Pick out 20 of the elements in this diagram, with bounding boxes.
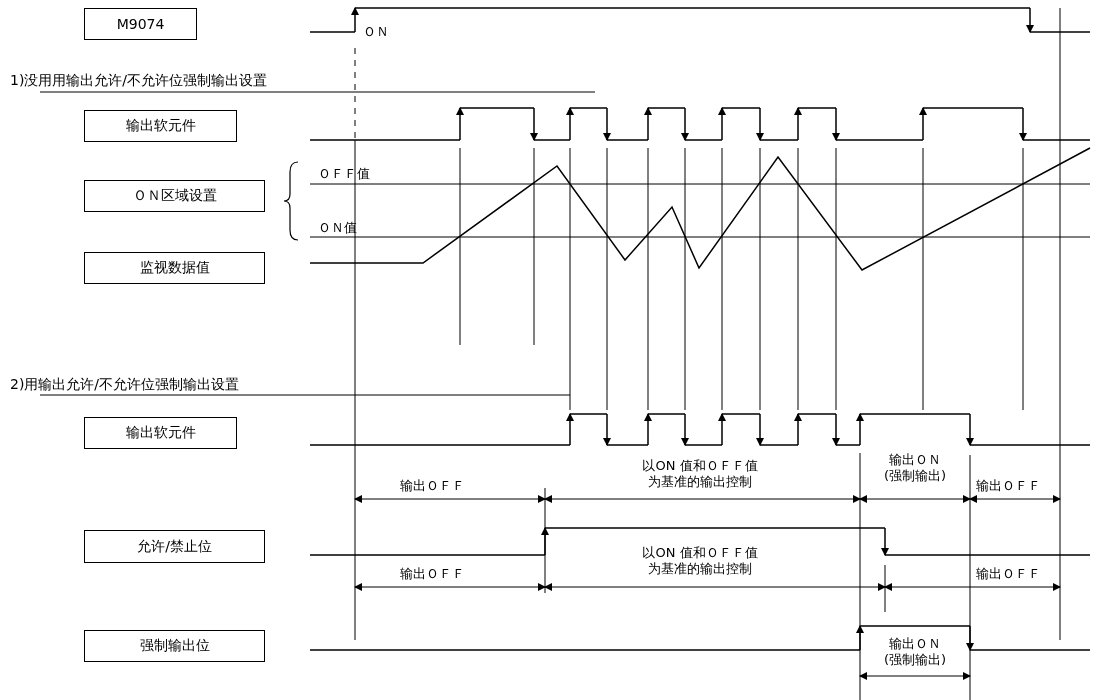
signal-name-box: ＯＮ区域设置 (84, 180, 265, 212)
state-label: ＯＮ (363, 24, 389, 40)
section-heading: 2)用输出允许/不允许位强制输出设置 (10, 376, 240, 392)
period-label: 输出ＯＮ(强制输出) (882, 636, 948, 668)
period-label: 输出ＯＦＦ (400, 478, 465, 494)
signal-name-box: M9074 (84, 8, 197, 40)
period-label: 以ON 值和ＯＦＦ值为基准的输出控制 (641, 545, 759, 577)
signal-name-box: 强制输出位 (84, 630, 265, 662)
period-label: 输出ＯＦＦ (976, 478, 1041, 494)
period-label: 输出ＯＦＦ (400, 566, 465, 582)
period-label: 输出ＯＮ(强制输出) (882, 452, 948, 484)
threshold-label: ＯＮ值 (318, 220, 357, 236)
period-label: 以ON 值和ＯＦＦ值为基准的输出控制 (641, 458, 759, 490)
threshold-label: ＯＦＦ值 (318, 166, 370, 182)
section-heading: 1)没用用输出允许/不允许位强制输出设置 (10, 72, 268, 88)
signal-name-box: 允许/禁止位 (84, 530, 265, 563)
signal-name-box: 输出软元件 (84, 110, 237, 142)
period-label: 输出ＯＦＦ (976, 566, 1041, 582)
signal-name-box: 监视数据值 (84, 252, 265, 284)
signal-name-box: 输出软元件 (84, 417, 237, 449)
